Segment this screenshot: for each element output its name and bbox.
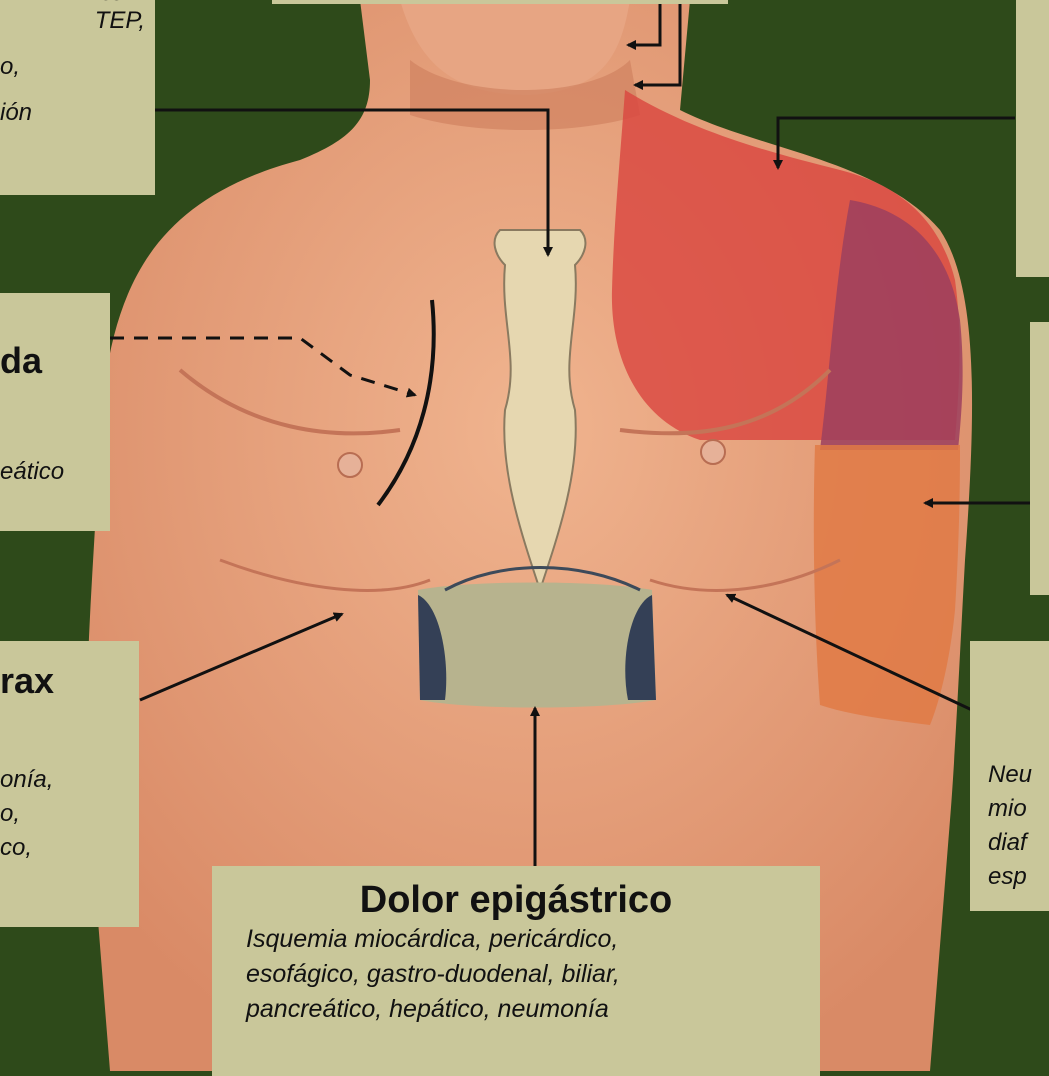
nipple-left — [701, 440, 725, 464]
arm-pain-region — [814, 445, 960, 725]
top-right-label-box — [1016, 0, 1049, 277]
right-lower-line-2: mio — [988, 792, 1027, 826]
left-lower-line-1: onía, — [0, 763, 53, 797]
left-lower-label-box: rax onía, o, co, — [0, 641, 139, 927]
right-lower-label-box: Neu mio diaf esp — [970, 641, 1049, 911]
top-left-line-3: ión — [0, 96, 32, 130]
top-center-label-box — [272, 0, 728, 4]
top-left-line-1: TEP, — [95, 4, 145, 38]
left-lower-line-2: o, — [0, 797, 20, 831]
left-lower-title: rax — [0, 661, 54, 701]
left-middle-line-1: eático — [0, 455, 64, 489]
epigastric-line-3: pancreático, hepático, neumonía — [212, 992, 820, 1027]
epigastric-patch — [418, 583, 656, 708]
epigastric-line-2: esofágico, gastro-duodenal, biliar, — [212, 957, 820, 992]
right-lower-line-1: Neu — [988, 758, 1032, 792]
top-left-label-box: ral TEP, o, ión — [0, 0, 155, 195]
nipple-right — [338, 453, 362, 477]
epigastric-line-1: Isquemia miocárdica, pericárdico, — [212, 922, 820, 957]
left-middle-title: da — [0, 341, 42, 381]
epigastric-title: Dolor epigástrico — [212, 880, 820, 920]
top-left-line-2: o, — [0, 50, 20, 84]
right-lower-line-3: diaf — [988, 826, 1027, 860]
epigastric-label-box: Dolor epigástrico Isquemia miocárdica, p… — [212, 866, 820, 1076]
left-middle-label-box: da eático — [0, 293, 110, 531]
right-middle-label-box — [1030, 322, 1049, 595]
left-lower-line-3: co, — [0, 831, 32, 865]
right-lower-line-4: esp — [988, 860, 1027, 894]
